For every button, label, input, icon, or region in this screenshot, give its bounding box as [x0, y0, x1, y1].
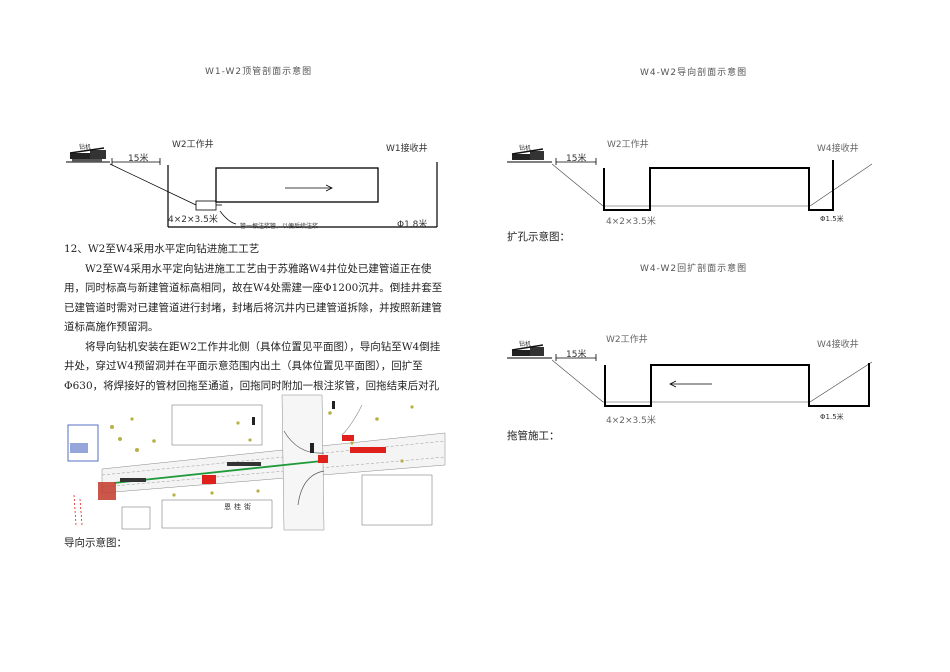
diagram1-diameter: Φ1.8米 [397, 220, 428, 230]
diagram2-caption: 扩孔示意图： [507, 231, 570, 243]
diagram2-work-well: W2工作井 [607, 140, 649, 150]
plan-map-image [62, 394, 446, 531]
diagram3-diameter: Φ1.5米 [820, 413, 844, 421]
diagram3-rig-label: 钻机 [519, 341, 532, 348]
map-caption: 导向示意图： [64, 537, 127, 549]
diagram1-well-size: 4×2×3.5米 [168, 215, 218, 225]
diagram1-receive-well: W1接收井 [386, 144, 428, 154]
diagram2-well-size: 4×2×3.5米 [606, 217, 656, 227]
diagram1-work-well: W2工作井 [172, 140, 214, 150]
diagram1-title: W1-W2顶管剖面示意图 [205, 67, 313, 77]
diagram3-work-well: W2工作井 [606, 335, 648, 345]
map-street-label: 恩桂街 [224, 503, 254, 511]
diagram3-distance: 15米 [566, 350, 587, 360]
diagram3-receive-well: W4接收井 [817, 340, 859, 350]
diagram1-note: 管一根注浆管，以便后续注浆 [240, 223, 319, 230]
diagram2-rig-label: 钻机 [519, 145, 532, 152]
diagram3-caption: 拖管施工： [507, 430, 560, 442]
diagram2-diameter: Φ1.5米 [820, 215, 844, 223]
section-heading: 12、W2至W4采用水平定向钻进施工工艺 [64, 243, 260, 255]
diagram1-rig-label: 钻机 [79, 144, 92, 151]
body-text: 12、W2至W4采用水平定向钻进施工工艺 W2至W4采用水平定向钻进施工工艺由于… [64, 240, 449, 416]
diagram2-title: W4-W2导向剖面示意图 [640, 68, 748, 78]
paragraph-1: W2至W4采用水平定向钻进施工工艺由于苏雅路W4井位处已建管道正在使用，同时标高… [64, 262, 443, 334]
drilling-rig-icon [511, 344, 544, 356]
diagram1-distance: 15米 [128, 154, 149, 164]
drilling-rig-icon [511, 148, 544, 160]
diagram2-distance: 15米 [566, 154, 587, 164]
diagram2-receive-well: W4接收井 [817, 144, 859, 154]
diagram3-well-size: 4×2×3.5米 [606, 416, 656, 426]
diagram3-title: W4-W2回扩剖面示意图 [640, 264, 748, 274]
drilling-rig-icon [69, 147, 106, 162]
